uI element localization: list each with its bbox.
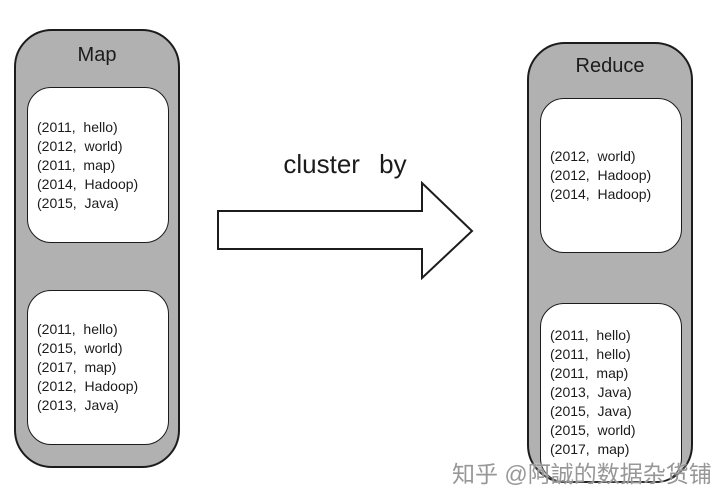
watermark: 知乎 @阿誠的数据杂货铺: [452, 461, 712, 487]
tuple-line: (2011, hello): [37, 321, 118, 337]
tuple-line: (2014, Hadoop): [550, 186, 652, 202]
tuple-line: (2013, Java): [550, 384, 632, 400]
tuple-line: (2017, map): [37, 359, 117, 375]
tuple-line: (2012, Hadoop): [550, 167, 652, 183]
tuple-line: (2013, Java): [37, 397, 119, 413]
map-panel: Map (2011, hello) (2012, world) (2011, m…: [14, 29, 180, 468]
tuple-line: (2012, world): [550, 148, 636, 164]
reduce-panel-title: Reduce: [575, 55, 645, 77]
tuple-line: (2011, hello): [37, 118, 118, 135]
map-panel-title: Map: [77, 44, 117, 66]
tuple-line: (2017, map): [550, 441, 630, 457]
tuple-line: (2015, Java): [37, 194, 119, 211]
tuple-line: (2015, world): [37, 340, 123, 356]
tuple-line: (2011, hello): [550, 327, 631, 343]
tuple-line: (2011, map): [550, 365, 629, 381]
tuple-line: (2012, Hadoop): [37, 378, 139, 394]
cluster-by-label: cluster by: [283, 149, 407, 179]
tuple-line: (2015, world): [550, 422, 636, 438]
tuple-line: (2011, hello): [550, 346, 631, 362]
tuple-line: (2014, Hadoop): [37, 175, 139, 192]
right-arrow-icon: [217, 181, 474, 280]
map-input-box-2: (2011, hello) (2015, world) (2017, map) …: [27, 290, 169, 445]
tuple-line: (2012, world): [37, 137, 123, 154]
reduce-output-box-1: (2012, world) (2012, Hadoop) (2014, Hado…: [540, 98, 682, 253]
map-input-box-1: (2011, hello) (2012, world) (2011, map) …: [27, 87, 169, 243]
reduce-panel: Reduce (2012, world) (2012, Hadoop) (201…: [527, 42, 693, 483]
reduce-output-box-2: (2011, hello) (2011, hello) (2011, map) …: [540, 303, 682, 482]
tuple-line: (2015, Java): [550, 403, 632, 419]
tuple-line: (2011, map): [37, 156, 116, 173]
